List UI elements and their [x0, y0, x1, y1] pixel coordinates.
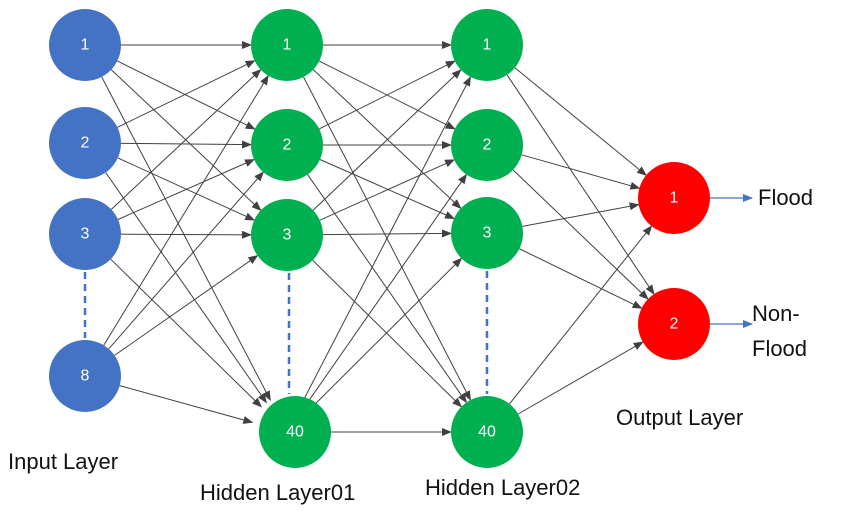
connection-l0-1-to-1: [120, 140, 253, 149]
input-node-8-label: 8: [81, 368, 90, 385]
hidden2-node-3-label: 3: [483, 225, 492, 242]
output-node-2: 2: [638, 288, 710, 360]
hidden1-node-2-circle: [251, 109, 323, 181]
connection-l0-2-to-3: [110, 258, 263, 408]
input-layer-label: Input Layer: [8, 449, 119, 474]
hidden1-node-40-circle: [259, 396, 331, 468]
connection-l1-3-to-1: [307, 173, 467, 403]
connection-l0-0-to-3: [101, 76, 271, 401]
hidden1-node-40: 40: [259, 396, 331, 468]
hidden-layer01-label: Hidden Layer01: [200, 480, 356, 505]
connection-l0-1-to-0: [117, 60, 256, 128]
connection-l0-2-to-0: [110, 68, 262, 210]
hidden1-node-1-circle: [251, 9, 323, 81]
hidden1-node-1: 1: [251, 9, 323, 81]
hidden1-node-3: 3: [251, 199, 323, 271]
connection-l1-2-to-0: [312, 69, 462, 211]
input-node-2-label: 2: [81, 135, 90, 152]
neurons: 1 2 3 8 1 2 3 40 1 2 3 40 1 2: [49, 9, 710, 468]
hidden2-node-40: 40: [451, 396, 523, 468]
connections: [101, 41, 753, 436]
connection-l1-1-to-2: [319, 159, 455, 219]
hidden1-node-3-circle: [251, 199, 323, 271]
output-node-1: 1: [638, 162, 710, 234]
hidden2-node-1: 1: [451, 9, 523, 81]
input-node-3-label: 3: [81, 226, 90, 243]
hidden2-node-1-label: 1: [483, 37, 492, 54]
hidden1-node-1-label: 1: [283, 37, 292, 54]
hidden2-node-2-circle: [451, 109, 523, 181]
input-node-8: 8: [49, 340, 121, 412]
input-node-1-label: 1: [81, 37, 90, 54]
connection-l1-2-to-1: [319, 159, 456, 221]
connection-l1-0-to-2: [312, 69, 462, 210]
connection-l2-2-to-1: [519, 248, 643, 309]
output-layer-label: Output Layer: [616, 405, 744, 430]
input-node-2-circle: [49, 107, 121, 179]
connection-l0-1-to-3: [105, 172, 267, 404]
input-node-3: 3: [49, 198, 121, 270]
hidden2-node-2-label: 2: [483, 137, 492, 154]
connection-l2-3-to-0: [509, 225, 653, 405]
hidden1-node-3-label: 3: [283, 227, 292, 244]
connection-l1-2-to-3: [312, 259, 463, 408]
hidden1-node-40-label: 40: [286, 424, 304, 441]
output-node-2-label: 2: [670, 316, 679, 333]
connection-l1-3-to-2: [312, 257, 463, 407]
connection-l0-3-to-1: [108, 171, 264, 350]
connection-l0-3-to-0: [103, 74, 269, 346]
hidden2-node-1-circle: [451, 9, 523, 81]
connection-l0-2-to-2: [120, 230, 253, 239]
connection-l0-2-to-1: [117, 159, 255, 220]
hidden1-node-2-label: 2: [283, 137, 292, 154]
hidden2-node-40-label: 40: [478, 424, 496, 441]
output-node-1-label: 1: [670, 190, 679, 207]
input-node-1-circle: [49, 9, 121, 81]
input-node-1: 1: [49, 9, 121, 81]
connection-l2-1-to-1: [512, 169, 649, 300]
hidden2-node-40-circle: [451, 396, 523, 468]
connection-l1-1-to-0: [318, 60, 456, 130]
hidden-layer02-label: Hidden Layer02: [425, 475, 581, 500]
connection-l2-0-to-1: [506, 74, 655, 295]
hidden2-node-2: 2: [451, 109, 523, 181]
hidden2-node-3: 3: [451, 197, 523, 269]
connection-l2-1-to-0: [521, 154, 641, 190]
non-flood-output-label-line1: Non-: [752, 301, 800, 326]
flood-output-label: Flood: [758, 185, 814, 210]
non-flood-output-label-line2: Flood: [752, 336, 808, 361]
input-node-8-circle: [49, 340, 121, 412]
ellipsis-dashes: [83, 271, 489, 394]
connection-l2-2-to-0: [522, 202, 640, 227]
output-node-2-circle: [638, 288, 710, 360]
connection-l2-0-to-0: [514, 67, 647, 176]
hidden2-node-3-circle: [451, 197, 523, 269]
input-node-2: 2: [49, 107, 121, 179]
hidden1-node-2: 2: [251, 109, 323, 181]
output-node-1-circle: [638, 162, 710, 234]
input-node-3-circle: [49, 198, 121, 270]
connection-l0-0-to-1: [117, 60, 256, 130]
connection-l2-3-to-1: [517, 341, 644, 415]
connection-l1-3-to-0: [303, 76, 471, 401]
connection-l1-2-to-2: [322, 229, 453, 238]
connection-l0-3-to-2: [114, 255, 259, 356]
connection-l0-3-to-3: [119, 385, 254, 424]
